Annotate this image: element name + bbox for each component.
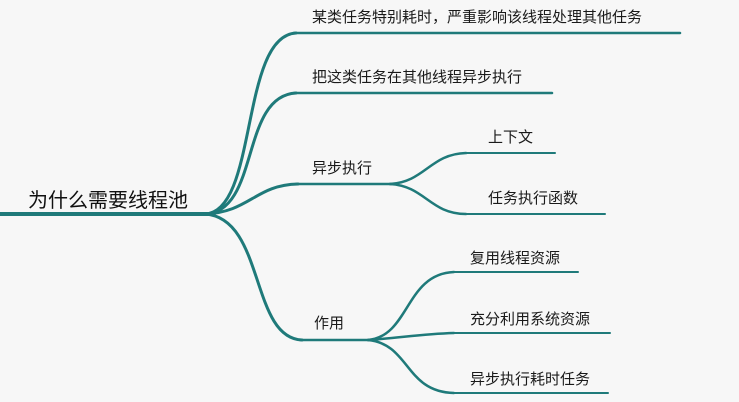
connector-branch-2 — [203, 91, 298, 216]
branch-1-label: 某类任务特别耗时，严重影响该线程处理其他任务 — [312, 8, 643, 26]
connector-branch-1 — [203, 31, 298, 216]
branch-4-label: 作用 — [314, 314, 345, 332]
branch-2-label: 把这类任务在其他线程异步执行 — [312, 68, 523, 86]
branch-3-child-2-label: 任务执行函数 — [488, 189, 579, 207]
connector-branch-3-child-2 — [388, 182, 468, 216]
connector-branch-4-child-2 — [366, 331, 456, 342]
root-topic: 为什么需要线程池 — [28, 188, 188, 212]
branch-3-child-1-label: 上下文 — [488, 128, 534, 146]
branch-3-label: 异步执行 — [312, 159, 373, 177]
connector-branch-4-child-1 — [366, 270, 456, 342]
branch-4-child-3-label: 异步执行耗时任务 — [470, 370, 591, 388]
connector-branch-3 — [203, 182, 300, 216]
connector-branch-4 — [203, 212, 304, 342]
connector-branch-3-child-1 — [388, 151, 468, 186]
branch-4-child-1-label: 复用线程资源 — [470, 249, 561, 267]
branch-4-child-2-label: 充分利用系统资源 — [470, 310, 591, 328]
connector-branch-4-child-3 — [366, 338, 456, 395]
